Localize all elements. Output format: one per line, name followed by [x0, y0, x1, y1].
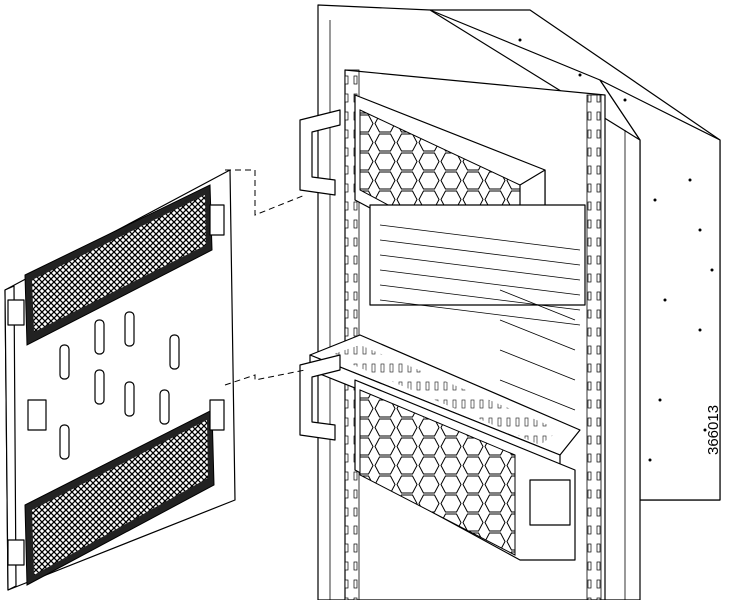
lower-fan-tray — [354, 379, 576, 561]
front-door-panel — [4, 169, 236, 591]
fan-tray-handle[interactable] — [299, 109, 341, 196]
figure-number: 366013 — [705, 404, 722, 455]
alignment-guides — [224, 169, 306, 386]
door-latches[interactable] — [7, 204, 225, 566]
chassis-body — [429, 9, 721, 501]
line-card-slots — [369, 204, 586, 411]
tray-handle[interactable] — [299, 354, 341, 441]
